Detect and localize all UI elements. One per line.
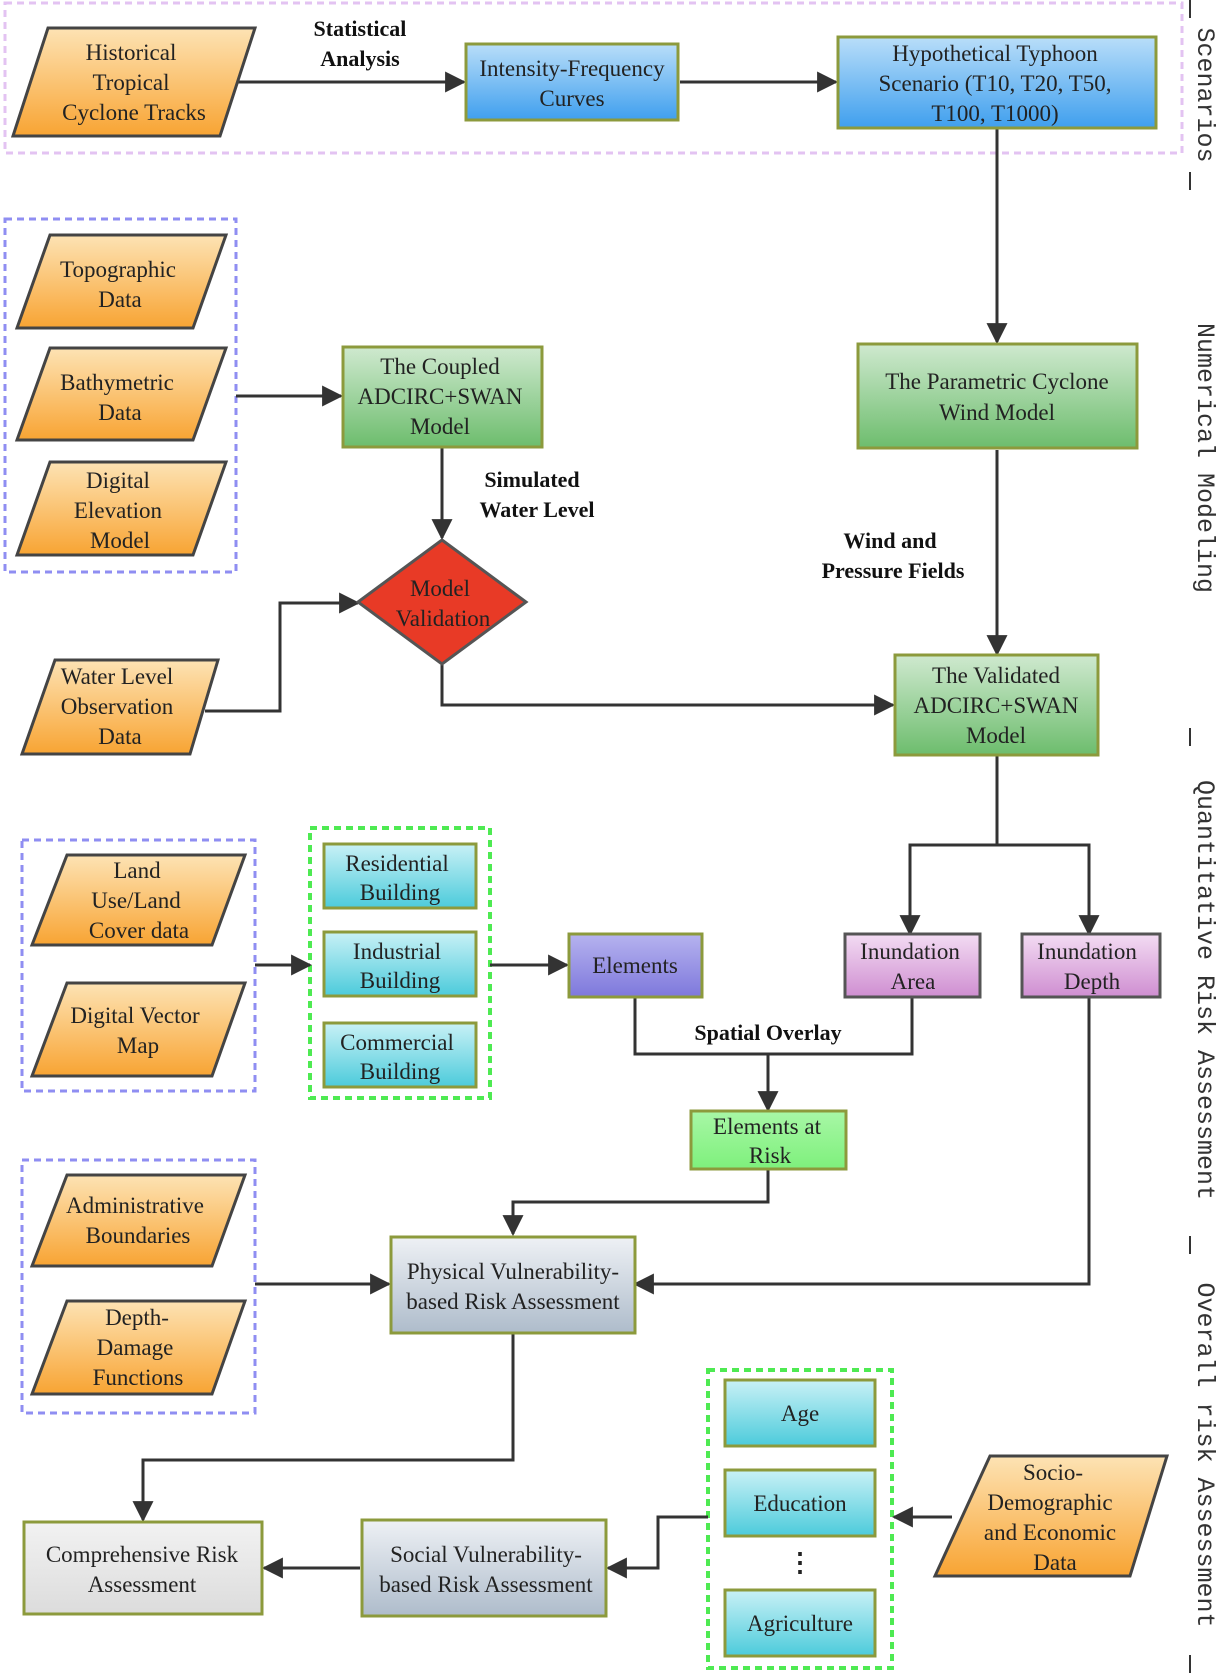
node-education-shape	[723, 1468, 877, 1538]
edge-validated-to-depth	[997, 843, 1100, 937]
edge-at-risk-to-physical	[502, 1170, 770, 1237]
landuse-group-frame	[20, 838, 257, 1093]
node-social-vuln: Social Vulnerability-based Risk Assessme…	[379, 1542, 593, 1597]
node-elements-shape	[567, 932, 704, 999]
node-inundation-depth-shape	[1020, 932, 1162, 999]
node-hypothetical-typhoon-shape	[836, 35, 1158, 130]
node-ellipsis: ⋮	[787, 1548, 813, 1577]
node-age: Age	[781, 1401, 819, 1426]
stage-label-overall-risk: Overall risk Assessment	[1190, 1282, 1219, 1627]
node-commercial-shape	[322, 1021, 478, 1089]
edge-elements-overlay	[633, 998, 914, 1056]
node-dem-shape	[14, 460, 229, 557]
node-social-vuln-shape	[360, 1518, 608, 1618]
node-intensity-frequency-shape	[464, 42, 680, 122]
node-physical-vuln-shape	[389, 1235, 637, 1335]
edge-physical-to-comprehensive	[132, 1334, 515, 1523]
node-comprehensive-shape	[22, 1520, 264, 1616]
edge-depth-to-physical	[632, 998, 1091, 1295]
stage-label-quantitative-risk: Quantitative Risk Assessment	[1190, 780, 1219, 1200]
node-agriculture-shape	[723, 1588, 877, 1658]
edge-obs-to-validation	[205, 592, 361, 713]
node-depth-damage-shape	[29, 1299, 248, 1396]
node-topographic-shape	[14, 233, 229, 330]
node-digital-vector-shape	[29, 981, 248, 1078]
edge-factors-to-social	[605, 1515, 708, 1579]
node-industrial-shape	[322, 930, 478, 998]
node-bathymetric-shape	[14, 346, 229, 442]
node-elements: Elements	[592, 953, 678, 978]
edge-validation-to-validated	[440, 665, 896, 716]
edge-validated-to-area	[899, 843, 997, 937]
edge-label-spatial-overlay: Spatial Overlay	[694, 1020, 841, 1045]
node-parametric-wind-shape	[856, 342, 1139, 450]
node-education: Education	[753, 1491, 847, 1516]
scenarios-group-frame	[3, 1, 1184, 155]
stage-label-numerical-modeling: Numerical Modeling	[1190, 323, 1219, 593]
node-water-level-obs-shape	[19, 658, 221, 756]
edges	[132, 71, 1100, 1579]
node-agriculture: Agriculture	[747, 1611, 853, 1636]
node-inundation-area-shape	[843, 932, 982, 999]
node-physical-vuln: Physical Vulnerability-based Risk Assess…	[406, 1259, 620, 1314]
terrain-data-group-frame	[3, 217, 238, 574]
node-land-use-shape	[29, 853, 248, 947]
node-historical-tracks-shape	[10, 26, 258, 138]
node-model-validation-shape	[355, 538, 529, 666]
node-elements-at-risk-shape	[689, 1109, 848, 1171]
node-validated-model-shape	[893, 653, 1100, 757]
node-socio-demographic-shape	[932, 1454, 1170, 1578]
stage-label-scenarios: Scenarios	[1190, 27, 1219, 162]
building-types-group-frame	[308, 826, 492, 1100]
node-admin-boundaries-shape	[29, 1173, 248, 1268]
damage-inputs-group-frame	[20, 1158, 257, 1415]
node-coupled-model-shape	[341, 345, 544, 449]
node-residential-shape	[322, 842, 478, 910]
node-age-shape	[723, 1378, 877, 1448]
